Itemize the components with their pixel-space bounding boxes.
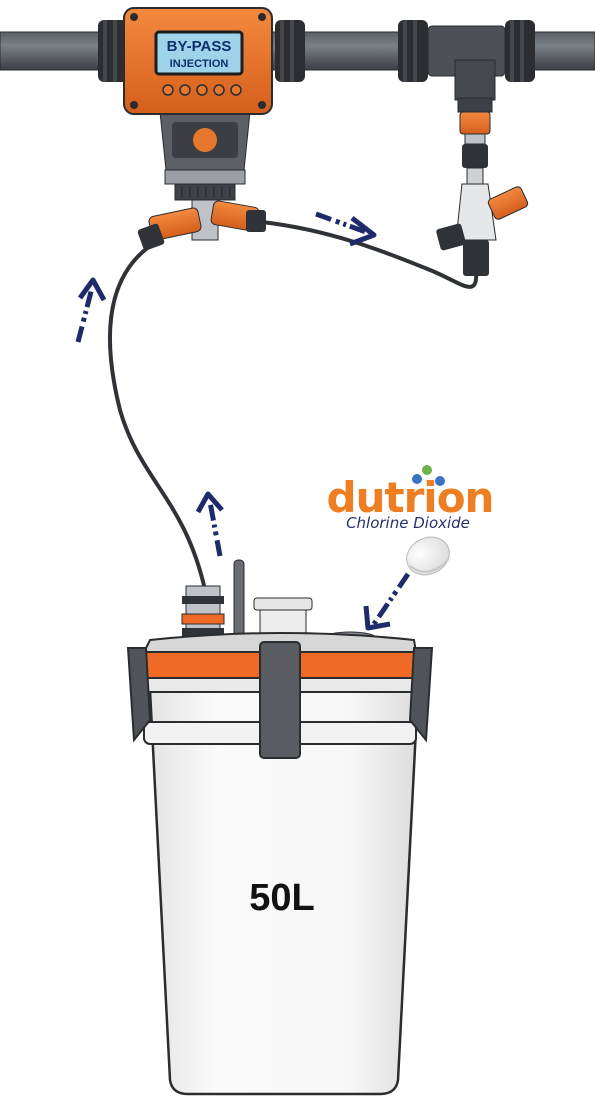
device-button-3[interactable] — [196, 84, 208, 96]
suction-y-fitting — [137, 199, 266, 251]
device-screen — [154, 30, 244, 76]
tank-volume-label: 50L — [249, 877, 314, 919]
tank-body — [148, 688, 420, 1096]
dutrion-logo: dutrion Chlorine Dioxide — [327, 465, 494, 532]
suction-tube — [108, 244, 207, 592]
flow-arrow-icon — [363, 572, 411, 631]
tablet-icon — [406, 536, 450, 576]
flow-arrow-icon — [75, 277, 107, 343]
device-button-2[interactable] — [179, 84, 191, 96]
device-button-row[interactable] — [162, 84, 242, 96]
screen-line-1: BY-PASS — [167, 38, 232, 55]
dosing-pump-device: BY-PASS INJECTION — [123, 7, 273, 201]
injection-valve — [436, 97, 529, 276]
flow-arrow-icon — [315, 211, 377, 247]
device-button-1[interactable] — [162, 84, 174, 96]
molecule-icon — [412, 465, 445, 486]
flow-arrow-icon — [195, 491, 224, 557]
tank-clamp-left — [126, 647, 152, 743]
screen-line-2: INJECTION — [170, 58, 229, 70]
tank-clamp-front — [259, 641, 301, 759]
tank-clamp-right — [408, 647, 434, 743]
tank-vent-rod — [233, 559, 245, 645]
main-pipe — [0, 20, 595, 101]
logo-brand: dutrion — [327, 473, 494, 522]
device-button-4[interactable] — [213, 84, 225, 96]
discharge-tube — [260, 220, 479, 289]
device-button-5[interactable] — [230, 84, 242, 96]
chemical-tank: 50L — [126, 559, 434, 1096]
logo-subtitle: Chlorine Dioxide — [346, 514, 470, 532]
